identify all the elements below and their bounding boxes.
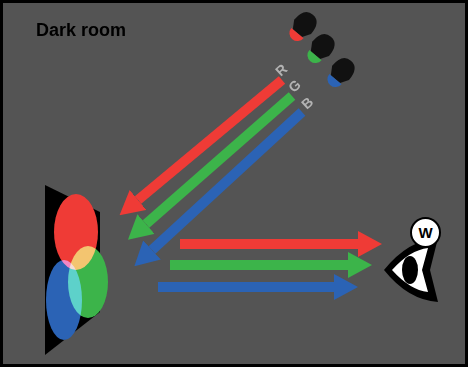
blue-bulb — [322, 54, 359, 93]
green-bulb — [302, 30, 339, 69]
green-reflected-arrow — [170, 260, 348, 270]
rgb-circles — [46, 194, 108, 340]
diagram-title: Dark room — [36, 20, 126, 41]
observer-letter: W — [418, 224, 432, 241]
green-light-arrow — [146, 96, 292, 224]
blue-reflected-arrow — [158, 282, 334, 292]
observer-circle: W — [410, 217, 441, 248]
blue-light-arrow — [152, 112, 302, 250]
red-reflected-arrow — [180, 239, 358, 249]
red-light-arrow — [138, 80, 282, 200]
eye-symbol — [384, 238, 438, 302]
